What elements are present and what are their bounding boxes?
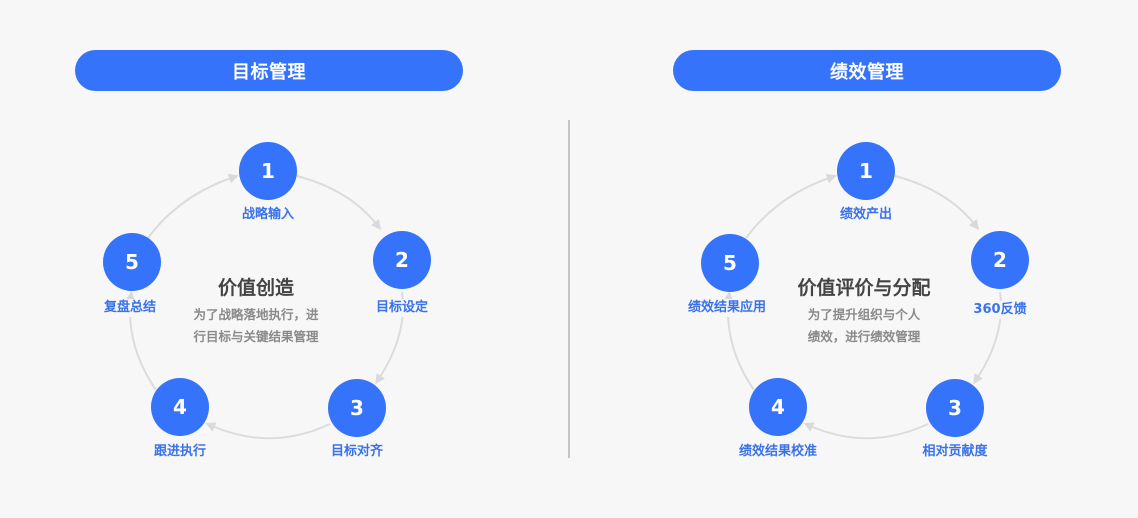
- goal-step-1-node[interactable]: 1: [239, 142, 297, 200]
- perf-step-1-label: 绩效产出: [837, 206, 895, 224]
- perf-step-5-label: 绩效结果应用: [685, 299, 769, 317]
- goal-step-2-node[interactable]: 2: [373, 231, 431, 289]
- perf-center-desc-line-2: 绩效，进行绩效管理: [807, 329, 921, 344]
- panel-divider: [568, 120, 570, 458]
- arc-3-4-r: [803, 422, 929, 440]
- perf-step-1-node[interactable]: 1: [837, 142, 895, 200]
- arc-3-4: [205, 422, 331, 440]
- goal-step-1-label: 战略输入: [239, 206, 297, 224]
- goal-center-title: 价值创造: [217, 277, 295, 299]
- arc-1-2-r: [894, 175, 980, 230]
- perf-center-desc: 为了提升组织与个人 绩效，进行绩效管理: [808, 304, 921, 348]
- goal-management-header: 目标管理: [75, 50, 463, 91]
- goal-center-desc-line-2: 行目标与关键结果管理: [193, 329, 319, 344]
- goal-step-3-label: 目标对齐: [328, 443, 386, 461]
- perf-step-2-node[interactable]: 2: [971, 231, 1029, 289]
- arc-5-1: [147, 173, 239, 239]
- goal-step-4-node[interactable]: 4: [151, 378, 209, 436]
- arc-2-3-r: [973, 291, 1002, 385]
- goal-step-3-node[interactable]: 3: [328, 379, 386, 437]
- goal-step-4-label: 跟进执行: [151, 443, 209, 461]
- perf-step-5-node[interactable]: 5: [701, 234, 759, 292]
- goal-center-desc-line-1: 为了战略落地执行，进: [193, 307, 319, 322]
- goal-step-5-node[interactable]: 5: [103, 233, 161, 291]
- perf-step-4-label: 绩效结果校准: [736, 443, 820, 461]
- arc-1-2: [296, 175, 382, 230]
- perf-center-desc-line-1: 为了提升组织与个人: [807, 307, 921, 322]
- performance-management-header: 绩效管理: [673, 50, 1061, 91]
- perf-step-4-node[interactable]: 4: [749, 378, 807, 436]
- perf-step-3-label: 相对贡献度: [920, 443, 990, 461]
- arc-5-1-r: [745, 173, 837, 239]
- perf-center-title: 价值评价与分配: [797, 277, 931, 299]
- goal-center-desc: 为了战略落地执行，进 行目标与关键结果管理: [193, 304, 318, 348]
- goal-step-2-label: 目标设定: [373, 299, 431, 317]
- perf-step-3-node[interactable]: 3: [926, 379, 984, 437]
- perf-step-2-label: 360反馈: [971, 301, 1029, 319]
- goal-step-5-label: 复盘总结: [101, 299, 159, 317]
